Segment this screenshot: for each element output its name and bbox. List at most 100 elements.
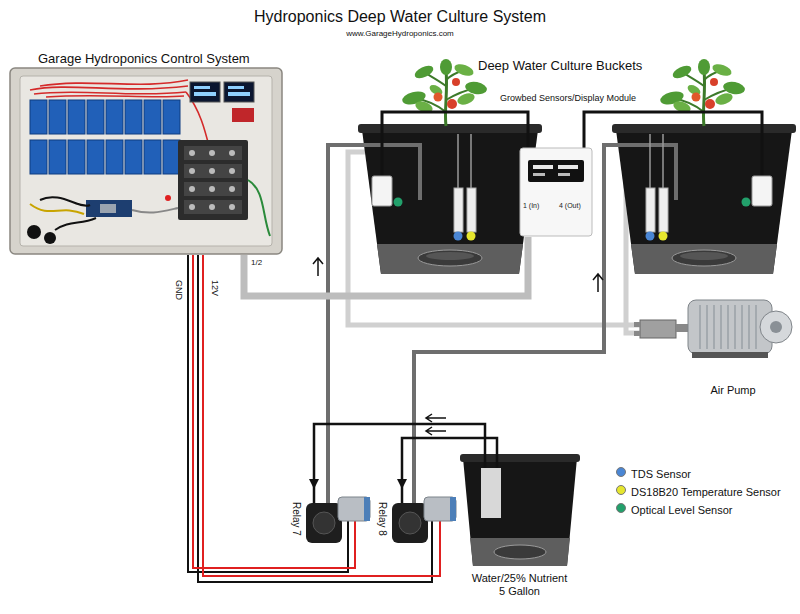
tomato-plant bbox=[447, 99, 457, 109]
air-pump bbox=[720, 305, 722, 349]
cables bbox=[132, 208, 178, 213]
legend-row: TDS Sensor bbox=[615, 464, 781, 482]
tomato-plant bbox=[464, 80, 488, 96]
reservoir-bucket bbox=[460, 454, 580, 462]
reservoir-bucket bbox=[460, 446, 580, 566]
relay-block bbox=[49, 140, 66, 174]
relay-wires bbox=[40, 80, 188, 86]
relay-block bbox=[125, 100, 142, 134]
flow-arrow bbox=[426, 414, 446, 422]
tomato-plant bbox=[452, 78, 460, 86]
wire-label: GND bbox=[173, 280, 184, 300]
terminal-block bbox=[209, 186, 215, 192]
sensor-module bbox=[558, 165, 578, 169]
ground-wire bbox=[188, 255, 432, 582]
controller-board bbox=[86, 200, 132, 217]
air-pump bbox=[734, 305, 736, 349]
sensor-module bbox=[520, 148, 592, 236]
relay-block bbox=[144, 140, 161, 174]
flow-arrow bbox=[313, 258, 603, 435]
terminal-block bbox=[209, 168, 215, 174]
legend-text: Optical Level Sensor bbox=[631, 504, 733, 516]
control-enclosure bbox=[10, 68, 282, 254]
air-pump bbox=[727, 305, 729, 349]
relay-wires bbox=[46, 96, 184, 97]
peristaltic-pump bbox=[401, 488, 404, 505]
oled-display bbox=[190, 82, 220, 102]
group-heading: Deep Water Culture Buckets bbox=[478, 58, 642, 74]
cable-label: 1/2 bbox=[251, 258, 262, 268]
tomato-plant bbox=[453, 62, 475, 78]
relay-block bbox=[163, 100, 180, 134]
relay-block bbox=[68, 100, 85, 134]
nutrient-tube bbox=[328, 145, 676, 505]
legend: TDS SensorDS18B20 Temperature SensorOpti… bbox=[615, 464, 781, 518]
peristaltic-pump bbox=[306, 488, 456, 543]
oled-display bbox=[190, 82, 254, 102]
oled-display bbox=[224, 82, 254, 102]
relay-block bbox=[87, 140, 104, 174]
legend-row: DS18B20 Temperature Sensor bbox=[615, 482, 781, 500]
controller-box: Garage Hydroponics Control System bbox=[10, 50, 284, 255]
probe bbox=[646, 188, 655, 232]
reservoir-bucket bbox=[494, 545, 546, 559]
pump: Relay 8 bbox=[374, 488, 454, 560]
cables bbox=[55, 218, 96, 230]
terminal-block bbox=[184, 146, 242, 160]
bucket bbox=[362, 130, 538, 274]
diagram-title: Hydroponics Deep Water Culture System bbox=[0, 7, 800, 26]
peristaltic-pump bbox=[392, 503, 428, 543]
relay-block bbox=[106, 140, 123, 174]
peristaltic-pump bbox=[313, 512, 335, 534]
sensor-module: Growbed Sensors/Display Module1 (In)4 (O… bbox=[488, 92, 650, 237]
terminal-block bbox=[178, 140, 248, 220]
flow-arrow bbox=[426, 427, 446, 435]
air-pump bbox=[760, 311, 792, 343]
legend-swatch bbox=[616, 485, 626, 495]
terminal-block bbox=[209, 204, 215, 210]
control-enclosure bbox=[20, 76, 272, 246]
cables bbox=[30, 204, 84, 214]
relay-block bbox=[163, 140, 180, 174]
box-heading: Garage Hydroponics Control System bbox=[38, 51, 250, 67]
level-sensor bbox=[742, 198, 751, 207]
relay-wires bbox=[30, 86, 188, 90]
bucket bbox=[418, 250, 482, 266]
tomato-plant bbox=[434, 93, 443, 102]
oled-display bbox=[194, 86, 210, 89]
relay-wires bbox=[34, 92, 186, 94]
status-led bbox=[165, 195, 171, 201]
legend-row: Optical Level Sensor bbox=[615, 500, 781, 518]
air-pump bbox=[688, 300, 772, 354]
peristaltic-pump bbox=[450, 497, 456, 521]
reservoir-bucket: Water/25% Nutrient 5 Gallon bbox=[455, 446, 585, 602]
pump: Relay 7 bbox=[288, 488, 372, 560]
flow-arrow bbox=[593, 274, 603, 292]
sensor-module bbox=[528, 160, 584, 182]
level-sensor bbox=[372, 176, 392, 206]
terminal-block bbox=[178, 140, 248, 220]
air-pump bbox=[634, 331, 640, 336]
nutrient-tube bbox=[328, 145, 420, 505]
legend-swatch bbox=[616, 503, 626, 513]
peristaltic-pump bbox=[399, 512, 421, 534]
signal-cable bbox=[244, 237, 528, 296]
reservoir-label: Water/25% Nutrient 5 Gallon bbox=[469, 572, 570, 598]
terminal-block bbox=[189, 186, 195, 192]
tomato-plant bbox=[413, 63, 435, 81]
probe bbox=[454, 232, 463, 241]
relay-block bbox=[49, 100, 66, 134]
feed-tube bbox=[314, 424, 485, 488]
peristaltic-pump bbox=[306, 503, 342, 543]
peristaltic-pump bbox=[364, 497, 370, 521]
air-pump bbox=[770, 321, 782, 333]
probe bbox=[467, 188, 476, 232]
terminal-block bbox=[229, 168, 235, 174]
air-pump bbox=[713, 305, 715, 349]
port-label: 4 (Out) bbox=[559, 202, 581, 210]
tomato-plant bbox=[456, 91, 476, 107]
air-pump bbox=[634, 322, 640, 327]
bucket bbox=[377, 244, 523, 274]
bucket bbox=[426, 252, 474, 260]
probe-cable bbox=[470, 134, 472, 188]
